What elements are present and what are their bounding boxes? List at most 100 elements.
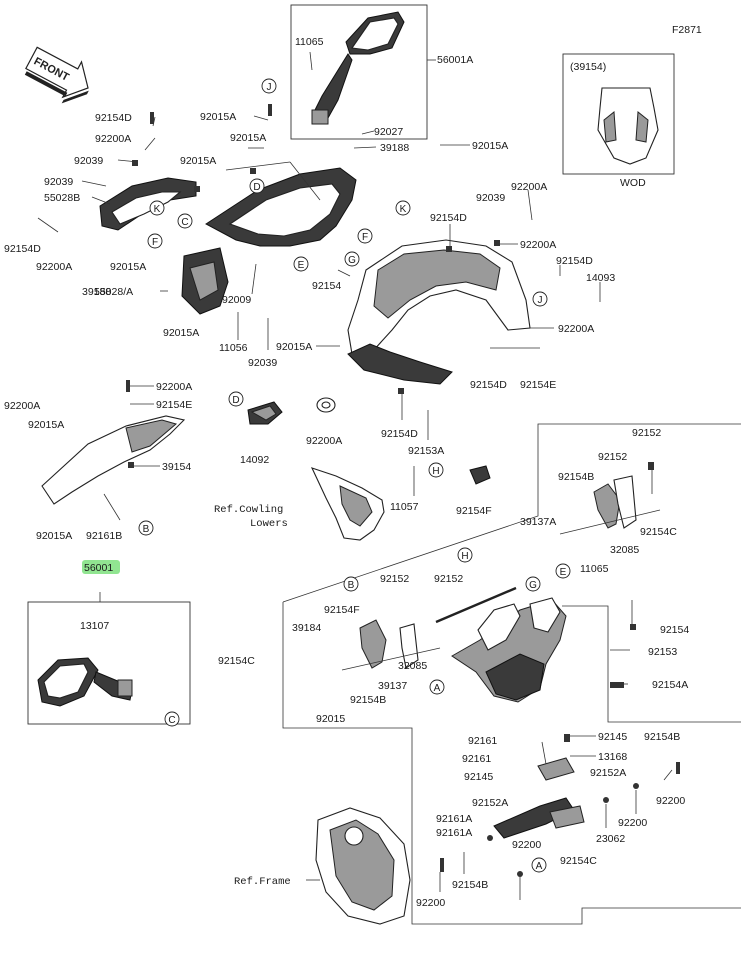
callout-marker[interactable]: H [457, 547, 473, 563]
part-label[interactable]: 92161B [86, 530, 122, 542]
part-label[interactable]: 92015A [472, 140, 508, 152]
part-label[interactable]: 92154B [644, 731, 680, 743]
part-label[interactable]: 92154E [520, 379, 556, 391]
part-label[interactable]: 39188 [82, 286, 111, 298]
part-label[interactable]: 92015A [230, 132, 266, 144]
part-label[interactable]: 92152 [632, 427, 661, 439]
part-label[interactable]: 92200A [511, 181, 547, 193]
part-label[interactable]: 92161 [468, 735, 497, 747]
callout-marker[interactable]: G [344, 251, 360, 267]
callout-marker[interactable]: K [395, 200, 411, 216]
callout-marker[interactable]: D [249, 178, 265, 194]
part-label[interactable]: 92154A [652, 679, 688, 691]
callout-marker[interactable]: F [357, 228, 373, 244]
highlight-56001-label[interactable]: 56001 [84, 562, 113, 574]
part-label[interactable]: 92015A [200, 111, 236, 123]
part-label[interactable]: 92152 [434, 573, 463, 585]
part-label[interactable]: 11065 [580, 563, 609, 575]
part-label[interactable]: 92154D [381, 428, 418, 440]
part-label[interactable]: 92027 [374, 126, 403, 138]
part-label[interactable]: 92200A [520, 239, 556, 251]
callout-marker[interactable]: D [228, 391, 244, 407]
part-label[interactable]: 92200A [156, 381, 192, 393]
part-label[interactable]: 92015A [276, 341, 312, 353]
part-label[interactable]: 92015A [180, 155, 216, 167]
part-label[interactable]: 92154B [452, 879, 488, 891]
part-label[interactable]: 39184 [292, 622, 321, 634]
callout-marker[interactable]: H [428, 462, 444, 478]
part-label[interactable]: 92161 [462, 753, 491, 765]
part-label[interactable]: 55028B [44, 192, 80, 204]
part-label[interactable]: 56001A [437, 54, 473, 66]
part-label[interactable]: 92154C [640, 526, 677, 538]
part-label[interactable]: 92039 [44, 176, 73, 188]
part-label[interactable]: 92009 [222, 294, 251, 306]
callout-marker[interactable]: C [164, 711, 180, 727]
part-label[interactable]: 92200A [95, 133, 131, 145]
part-label[interactable]: 55028/A [94, 286, 133, 298]
part-label[interactable]: 92154F [324, 604, 360, 616]
callout-marker[interactable]: J [532, 291, 548, 307]
part-label[interactable]: 92145 [598, 731, 627, 743]
part-label[interactable]: 92200 [512, 839, 541, 851]
callout-marker[interactable]: F [147, 233, 163, 249]
part-label[interactable]: 39188 [380, 142, 409, 154]
part-label[interactable]: 92154D [556, 255, 593, 267]
part-label[interactable]: 39137A [520, 516, 556, 528]
part-label[interactable]: 92154B [558, 471, 594, 483]
callout-marker[interactable]: E [555, 563, 571, 579]
callout-marker[interactable]: B [343, 576, 359, 592]
callout-marker[interactable]: G [525, 576, 541, 592]
part-label[interactable]: 92015A [163, 327, 199, 339]
part-label[interactable]: 92015A [36, 530, 72, 542]
part-label[interactable]: 92154B [350, 694, 386, 706]
part-label[interactable]: 92200A [558, 323, 594, 335]
part-label[interactable]: 92153 [648, 646, 677, 658]
part-label[interactable]: 92154D [95, 112, 132, 124]
callout-marker[interactable]: J [261, 78, 277, 94]
part-label[interactable]: 92200 [416, 897, 445, 909]
part-label[interactable]: 92015 [316, 713, 345, 725]
part-label[interactable]: 39154 [162, 461, 191, 473]
part-label[interactable]: 14092 [240, 454, 269, 466]
part-label[interactable]: 92154C [218, 655, 255, 667]
part-label[interactable]: 11056 [219, 342, 248, 354]
part-label[interactable]: 92200A [36, 261, 72, 273]
part-label[interactable]: 92154E [156, 399, 192, 411]
part-label[interactable]: 92200A [4, 400, 40, 412]
part-label[interactable]: 92200 [656, 795, 685, 807]
part-label[interactable]: 92152 [380, 573, 409, 585]
part-label[interactable]: 92200A [306, 435, 342, 447]
part-label[interactable]: 92161A [436, 827, 472, 839]
part-label[interactable]: 92015A [110, 261, 146, 273]
part-label[interactable]: 92145 [464, 771, 493, 783]
part-label[interactable]: 92152 [598, 451, 627, 463]
part-label[interactable]: 13168 [598, 751, 627, 763]
part-label[interactable]: 92015A [28, 419, 64, 431]
part-label[interactable]: 92152A [472, 797, 508, 809]
part-label[interactable]: 11065 [295, 36, 324, 48]
part-label[interactable]: 13107 [80, 620, 109, 632]
part-label[interactable]: 92154D [430, 212, 467, 224]
callout-marker[interactable]: B [138, 520, 154, 536]
part-label[interactable]: 92039 [476, 192, 505, 204]
part-label[interactable]: 92154F [456, 505, 492, 517]
part-label[interactable]: 32085 [610, 544, 639, 556]
part-label[interactable]: 92200 [618, 817, 647, 829]
part-label[interactable]: 92039 [74, 155, 103, 167]
part-label[interactable]: 92039 [248, 357, 277, 369]
part-label[interactable]: 92161A [436, 813, 472, 825]
part-label[interactable]: 92154 [660, 624, 689, 636]
part-label[interactable]: 92154C [560, 855, 597, 867]
part-label[interactable]: 92154 [312, 280, 341, 292]
callout-marker[interactable]: K [149, 200, 165, 216]
part-label[interactable]: 92153A [408, 445, 444, 457]
part-label[interactable]: 92152A [590, 767, 626, 779]
callout-marker[interactable]: E [293, 256, 309, 272]
part-label[interactable]: 11057 [390, 501, 419, 513]
callout-marker[interactable]: C [177, 213, 193, 229]
part-label[interactable]: 92154D [4, 243, 41, 255]
part-label[interactable]: 23062 [596, 833, 625, 845]
part-label[interactable]: 39137 [378, 680, 407, 692]
part-label[interactable]: 92154D [470, 379, 507, 391]
